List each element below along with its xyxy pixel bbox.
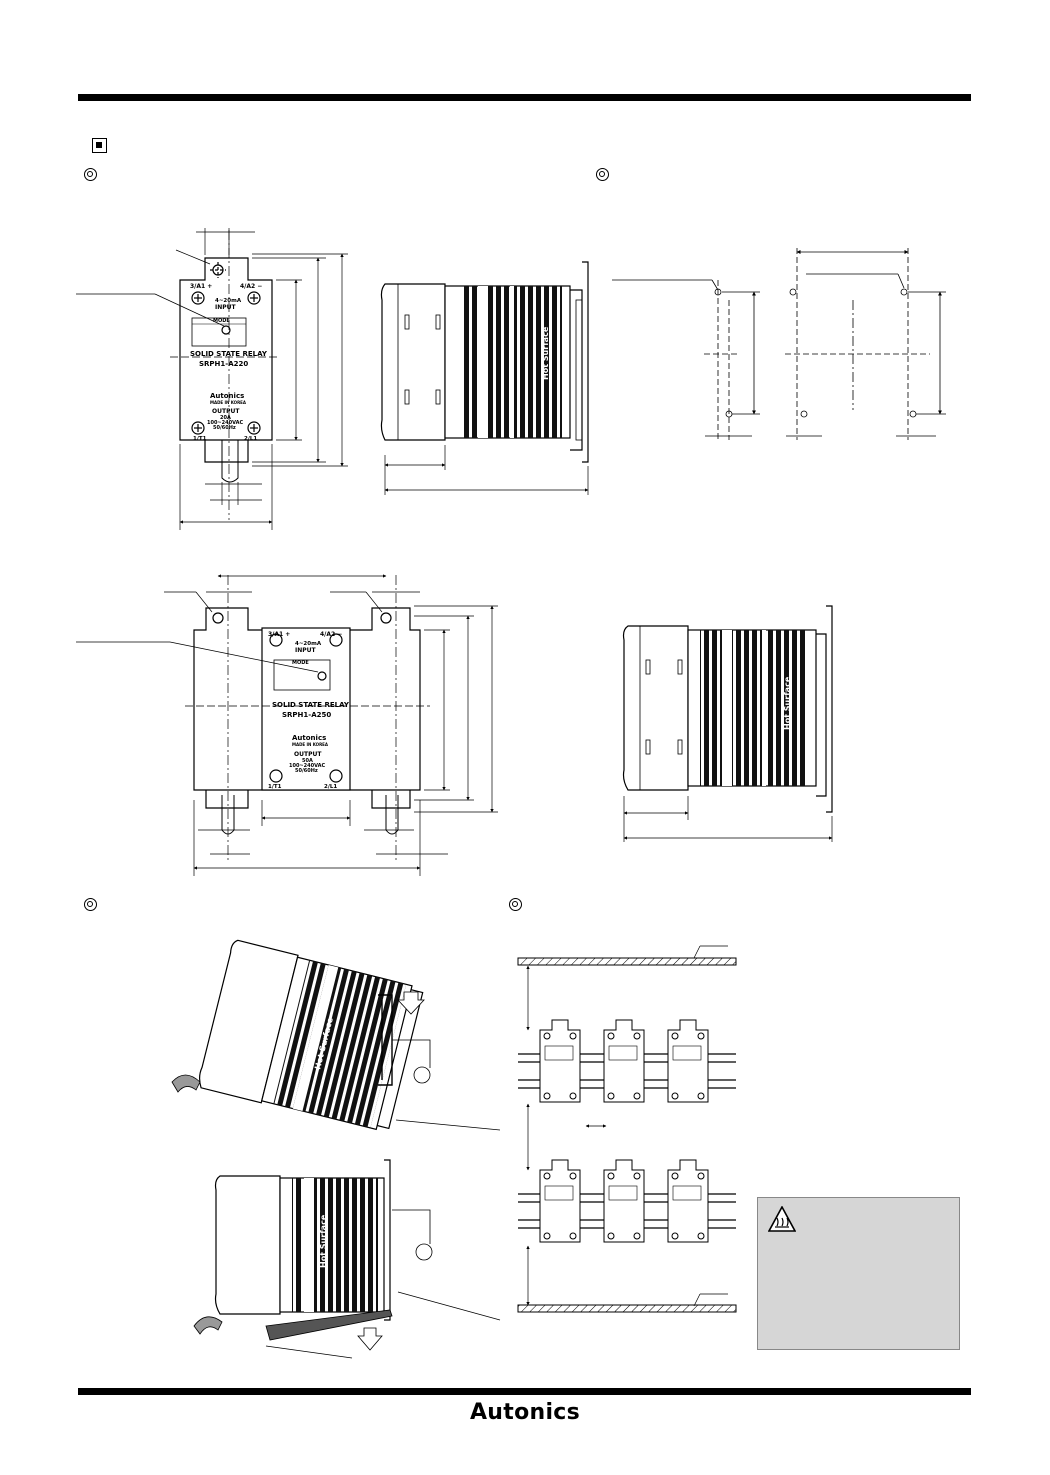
front-label-large: 3/A1 + 4/A2 − 4~20mA INPUT MODE SOLID ST… [268,631,350,790]
mode-label: MODE [292,660,309,666]
circle-bullet-icon [84,898,97,911]
terminal-t1-label: 1/T1 [193,436,207,442]
hot-surface-warning-icon [768,1206,796,1232]
terminal-l1-label: 2/L1 [244,436,257,442]
terminal-a1-label: 3/A1 + [268,631,290,638]
output-freq: 50/60Hz [295,768,318,774]
output-voltage: 100~240VAC [207,420,243,426]
input-label: 4~20mA [215,298,242,304]
terminal-a1-label: 3/A1 + [190,283,212,290]
mode-label: MODE [213,318,230,324]
input-label: 4~20mA [295,641,322,647]
input-word: INPUT [295,647,317,654]
footer-brand-logo: Autonics [469,1400,581,1425]
output-current: 50A [302,758,313,764]
terminal-a2-label: 4/A2 − [320,631,342,638]
relay-model-label: SRPH1-A250 [282,711,331,719]
output-current: 20A [220,415,231,421]
hot-surface-label: Hot Surface [783,676,792,730]
relay-type-label: SOLID STATE RELAY [190,350,268,358]
terminal-t1-label: 1/T1 [268,784,282,790]
front-view-large [76,574,498,876]
hot-surface-label: Hot Surface [541,326,550,380]
terminal-a2-label: 4/A2 − [240,283,262,290]
input-word: INPUT [215,304,237,311]
relay-row-bottom [539,1159,709,1243]
terminal-l1-label: 2/L1 [324,784,337,790]
output-label: OUTPUT [294,751,322,758]
front-label-small: 3/A1 + 4/A2 − 4~20mA INPUT MODE SOLID ST… [190,283,268,442]
mounting-hole-drawing [612,248,946,440]
bottom-rule [78,1388,971,1395]
top-rule [78,94,971,101]
relay-maker-label: Autonics [210,392,244,400]
front-view-small [76,228,348,530]
output-label: OUTPUT [212,408,240,415]
relay-model-label: SRPH1-A220 [199,360,248,368]
relay-maker-label: Autonics [292,734,326,742]
output-freq: 50/60Hz [213,425,236,431]
output-voltage: 100~240VAC [289,763,325,769]
relay-type-label: SOLID STATE RELAY [272,701,350,709]
circle-bullet-icon [596,168,609,181]
din-mount-diagram [171,939,501,1359]
relay-made-in-label: MADE IN KOREA [292,742,329,747]
hot-surface-label: Hot Surface [319,1214,328,1268]
circle-bullet-icon [84,168,97,181]
square-bullet-icon [92,138,107,153]
installation-spacing-diagram [517,945,737,1313]
side-view-small [380,261,589,495]
side-view-large [622,605,833,842]
relay-made-in-label: MADE IN KOREA [210,400,247,405]
circle-bullet-icon [509,898,522,911]
relay-row-top [539,1019,709,1103]
hot-surface-caution-box [757,1197,960,1350]
